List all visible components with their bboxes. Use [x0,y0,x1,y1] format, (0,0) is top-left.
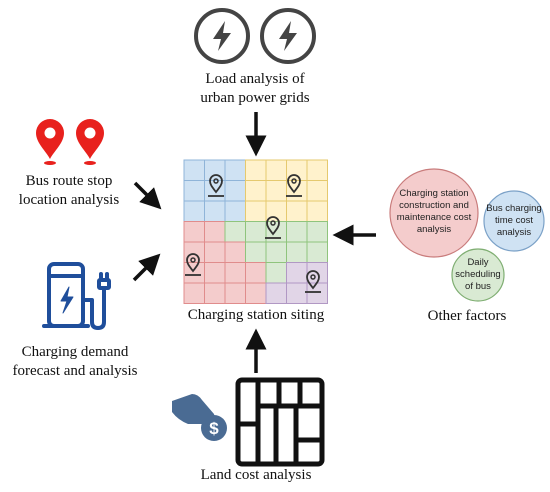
grid-cell [204,200,226,222]
grid-cell [245,159,267,181]
grid-cell [306,159,328,181]
grid-cell [306,241,328,263]
label-bus-route-line2: location analysis [18,192,120,208]
factor-construction-label: Charging station construction and mainte… [390,188,478,236]
factor-daily-label: Daily scheduling of bus [452,257,504,293]
label-charging-station-siting: Charging station siting [187,307,325,323]
factor-circle-daily [451,248,505,302]
label-other-factors: Other factors [427,308,507,324]
ev-charger-icon [42,262,111,330]
label-bus-route-line1: Bus route stop [25,173,113,189]
grid-cell [265,180,287,202]
grid-cell [286,262,308,284]
arrow-from-bus-route [133,181,162,210]
grid-cell [183,200,205,222]
grid-cell [204,262,226,284]
grid-cell [183,282,205,304]
factor-construction-line1: Charging station [399,188,469,199]
location-pin-icon [76,119,104,165]
grid-cell [224,159,246,181]
grid-cell [204,159,226,181]
lightning-icon [194,8,250,64]
grid-cell [286,180,308,202]
money-hand-icon: $ [172,394,227,441]
land-parcels-icon [235,377,325,467]
grid-cell [245,221,267,243]
label-land-cost: Land cost analysis [200,467,312,483]
grid-cell [306,180,328,202]
grid-cell [183,262,205,284]
factor-construction-line4: analysis [416,224,452,235]
grid-cell [224,262,246,284]
grid-cell [224,282,246,304]
factor-bus-charging-label: Bus charging time cost analysis [484,203,544,239]
grid-cell [183,221,205,243]
arrow-from-charging-demand [132,253,161,282]
label-load-line2: urban power grids [200,90,310,106]
grid-cell [286,241,308,263]
label-charging-demand-line1: Charging demand [21,344,129,360]
grid-cell [224,221,246,243]
factor-daily-line2: scheduling [455,269,501,280]
grid-cell [224,241,246,263]
grid-cell [245,262,267,284]
factor-bus-charging-line3: analysis [496,227,532,238]
grid-cell [306,200,328,222]
grid-cell [245,200,267,222]
grid-cell [204,221,226,243]
grid-cell [306,282,328,304]
grid-cell [245,282,267,304]
grid-cell [183,159,205,181]
lightning-icon [260,8,316,64]
label-load-line1: Load analysis of [205,71,305,87]
grid-cell [265,241,287,263]
label-charging-demand-line2: forecast and analysis [12,363,138,379]
factor-construction-line3: maintenance cost [396,212,472,223]
grid-cell [265,221,287,243]
location-pin-icon [36,119,64,165]
factor-circle-bus-charging [483,190,545,252]
grid-cell [224,200,246,222]
grid-cell [265,159,287,181]
grid-cell [286,282,308,304]
factor-daily-line1: Daily [467,257,489,268]
grid-cell [204,241,226,263]
grid-cell [286,200,308,222]
label-load-analysis: Load analysis of urban power grids [175,70,335,108]
factor-daily-line3: of bus [465,281,491,292]
factor-construction-line2: construction and [399,200,469,211]
grid-cell [306,221,328,243]
grid-cell [265,282,287,304]
svg-text:$: $ [209,419,219,438]
label-bus-route: Bus route stop location analysis [0,172,138,210]
grid-cell [183,180,205,202]
grid-cell [286,221,308,243]
grid-cell [245,180,267,202]
label-charging-demand: Charging demand forecast and analysis [0,343,150,381]
factor-circle-construction [389,168,479,258]
factor-bus-charging-line2: time cost [494,215,533,226]
siting-grid [183,159,328,304]
factor-bus-charging-line1: Bus charging [486,203,542,214]
grid-cell [245,241,267,263]
grid-cell [224,180,246,202]
grid-cell [265,262,287,284]
grid-cell [204,282,226,304]
